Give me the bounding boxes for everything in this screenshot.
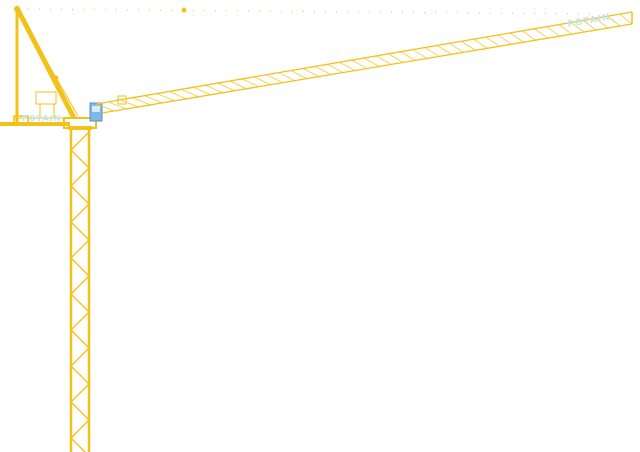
jib-lattice — [95, 13, 633, 112]
jib-brace — [363, 57, 380, 67]
jib-brace — [583, 20, 597, 31]
crane-mast — [69, 130, 91, 452]
jib-brace — [290, 70, 307, 79]
jib-brace — [278, 72, 295, 81]
operator-cab — [89, 102, 103, 122]
mast-lattice — [70, 131, 90, 452]
jib-brace — [217, 82, 235, 92]
jib-brace — [327, 63, 344, 73]
mast-brace — [70, 401, 90, 421]
mast-brace — [70, 383, 90, 403]
main-jib — [95, 11, 633, 114]
jib-brace — [302, 68, 319, 77]
jib-brace — [120, 99, 139, 108]
jib-brace — [242, 78, 259, 88]
counterweight — [13, 115, 29, 125]
mast-brace — [70, 293, 90, 313]
mast-brace — [70, 437, 86, 452]
jib-brace — [485, 36, 500, 47]
jib-brace — [95, 103, 115, 112]
jib-brace — [570, 22, 585, 33]
mast-brace — [70, 149, 90, 169]
jib-brace — [315, 66, 332, 75]
jib-brace — [400, 51, 416, 61]
jib-brace — [351, 59, 368, 69]
jib-brace — [509, 32, 524, 43]
jib-brace — [461, 40, 476, 51]
mast-brace — [70, 419, 90, 439]
jib-brace — [388, 53, 404, 63]
jib-brace — [181, 89, 199, 98]
jib-brace — [619, 13, 633, 25]
jib-trolley — [117, 95, 127, 105]
mast-brace — [70, 131, 90, 151]
jib-brace — [497, 34, 512, 45]
jib-tie-line — [16, 7, 601, 15]
mast-brace — [70, 347, 90, 367]
mast-brace — [70, 167, 90, 187]
jib-brace — [546, 26, 560, 37]
jib-tip-brand-label: POTAIN — [567, 13, 612, 30]
jib-brace — [156, 93, 175, 102]
jib-brace — [229, 80, 247, 90]
jib-brace — [534, 28, 548, 39]
jib-brace — [436, 45, 452, 55]
jib-brace — [193, 86, 211, 96]
jib-brace — [205, 84, 223, 94]
mast-brace — [70, 185, 90, 205]
mast-brace — [70, 203, 90, 223]
jib-brace — [266, 74, 283, 83]
jib-brace — [607, 15, 621, 27]
mast-brace — [70, 239, 90, 259]
jib-brace — [558, 24, 572, 35]
jib-brace — [522, 30, 536, 41]
jib-brace — [424, 47, 440, 57]
jib-brace — [412, 49, 428, 59]
counter-jib-brand-label: POTAIN — [22, 114, 61, 123]
jib-brace — [254, 76, 271, 85]
jib-brace — [449, 43, 464, 53]
mast-brace — [70, 311, 90, 331]
jib-brace — [595, 17, 609, 29]
jib-brace — [132, 97, 151, 106]
jib-brace — [376, 55, 392, 65]
mast-brace — [70, 275, 90, 295]
cat-head — [14, 6, 79, 124]
jib-brace — [108, 101, 127, 110]
jib-brace — [473, 38, 488, 49]
jib-brace — [168, 91, 187, 100]
jib-brace — [339, 61, 356, 71]
mast-brace — [70, 221, 90, 241]
mast-brace — [70, 329, 90, 349]
mast-brace — [70, 365, 90, 385]
mast-brace — [70, 257, 90, 277]
counter-jib — [0, 91, 70, 126]
jib-brace — [144, 95, 163, 104]
